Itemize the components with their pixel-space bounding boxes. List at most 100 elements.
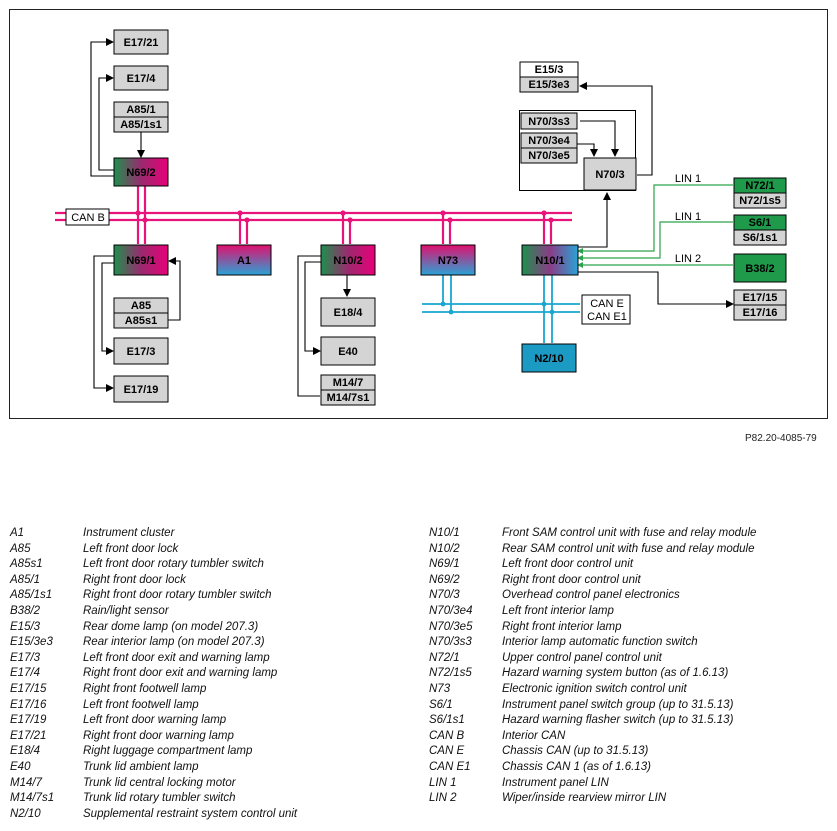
legend-description: Left front footwell lamp [83,698,199,711]
node-n72-1: N72/1 N72/1s5 [733,177,787,209]
node-n10-2: N10/2 [320,244,376,276]
legend-code: S6/1s1 [429,714,465,727]
legend-description: Interior lamp automatic function switch [502,636,698,649]
node-e18-4: E18/4 [320,297,376,327]
node-s6-1: S6/1 S6/1s1 [733,214,787,246]
can-control-units: N69/2 N69/1 A1 N10/2 N73 N10/1 N2/10 [113,157,579,373]
legend-description: Right front interior lamp [502,620,622,633]
legend-description: Left front door control unit [502,558,634,571]
node-n70-3s3: N70/3s3 [520,112,578,130]
legend-description: Left front door exit and warning lamp [83,651,270,664]
node-e17-19: E17/19 [113,375,169,403]
legend-row: E40 Trunk lid ambient lamp [10,760,297,776]
legend-code: E17/4 [10,667,41,680]
legend-code: A85/1 [10,573,41,586]
legend-description: Trunk lid rotary tumbler switch [83,792,236,805]
svg-text:N10/2: N10/2 [333,255,362,267]
legend-code: N10/1 [429,527,460,539]
node-a85-1: A85/1 A85/1s1 [113,101,169,133]
node-n2-10: N2/10 [521,343,577,373]
node-e17-21: E17/21 [113,29,169,55]
legend-code: E40 [10,760,31,773]
can-e-label: CAN E [590,298,624,310]
legend-row: LIN 2 Wiper/inside rearview mirror LIN [429,791,756,807]
legend-code: N2/10 [10,807,41,820]
svg-text:N70/3: N70/3 [595,169,624,181]
svg-text:N2/10: N2/10 [534,353,563,365]
svg-text:N73: N73 [438,255,458,267]
legend-code: N70/3s3 [429,636,472,649]
lin1-label-upper: LIN 1 [675,173,701,185]
legend-code: S6/1 [429,698,453,711]
legend-row: N69/1 Left front door control unit [429,557,756,573]
svg-text:E17/15: E17/15 [743,292,778,304]
legend-code: N73 [429,682,451,695]
legend-code: E15/3 [10,620,41,633]
svg-text:N69/2: N69/2 [126,167,155,179]
legend-code: A1 [10,527,25,539]
lin1-label-lower: LIN 1 [675,211,701,223]
svg-text:E17/16: E17/16 [743,307,778,319]
svg-text:E17/4: E17/4 [127,73,157,85]
svg-text:N69/1: N69/1 [126,255,155,267]
svg-text:S6/1s1: S6/1s1 [743,232,778,244]
legend-code: M14/7s1 [10,792,55,805]
legend-description: Chassis CAN (up to 31.5.13) [502,745,649,758]
n70-group-frame [519,110,636,191]
svg-text:N10/1: N10/1 [535,255,564,267]
legend-description: Left front door warning lamp [83,714,227,727]
legend-code: N69/1 [429,558,460,571]
legend-description: Wiper/inside rearview mirror LIN [502,792,667,805]
signal-lines [90,38,734,397]
node-e17-4: E17/4 [113,65,169,91]
legend-description: Hazard warning system button (as of 1.6.… [502,667,729,680]
svg-text:M14/7: M14/7 [333,377,364,389]
legend-description: Right luggage compartment lamp [83,745,253,758]
legend-code: LIN 1 [429,776,457,789]
svg-text:E15/3e3: E15/3e3 [529,79,570,91]
legend-description: Trunk lid central locking motor [83,776,236,789]
gray-component-boxes: E17/21 E17/4 A85/1 A85/1s1 A85 A85s1 E17… [113,29,787,406]
legend-description: Chassis CAN 1 (as of 1.6.13) [502,760,651,773]
svg-text:A85/1: A85/1 [126,104,155,116]
legend-description: Left front interior lamp [502,604,614,617]
legend-description: Instrument panel LIN [502,776,609,789]
svg-text:E18/4: E18/4 [334,307,364,319]
can-b-label: CAN B [71,212,105,224]
legend-code: N70/3e4 [429,604,473,617]
svg-text:E40: E40 [338,346,358,358]
svg-text:A85/1s1: A85/1s1 [120,119,162,131]
legend-row: N70/3 Overhead control panel electronics [429,588,756,604]
legend-description: Instrument panel switch group (up to 31.… [502,698,734,711]
legend-description: Right front door exit and warning lamp [83,667,278,680]
svg-text:N70/3s3: N70/3s3 [528,116,570,128]
svg-text:A1: A1 [237,255,251,267]
legend-code: E17/19 [10,714,47,727]
legend-code: E17/3 [10,651,41,664]
legend-row: N70/3e4 Left front interior lamp [429,604,756,620]
legend-description: Overhead control panel electronics [502,589,680,602]
svg-text:N70/3e4: N70/3e4 [528,135,570,147]
node-n69-1: N69/1 [113,244,169,276]
legend-description: Left front door rotary tumbler switch [83,558,264,571]
legend-row: E17/4 Right front door exit and warning l… [10,666,297,682]
legend-description: Trunk lid ambient lamp [83,760,199,773]
can-e-label-box [581,294,631,325]
node-n10-1: N10/1 [521,244,579,276]
svg-text:A85s1: A85s1 [125,315,157,327]
legend-code: LIN 2 [429,792,457,805]
legend-code: N70/3 [429,589,460,602]
